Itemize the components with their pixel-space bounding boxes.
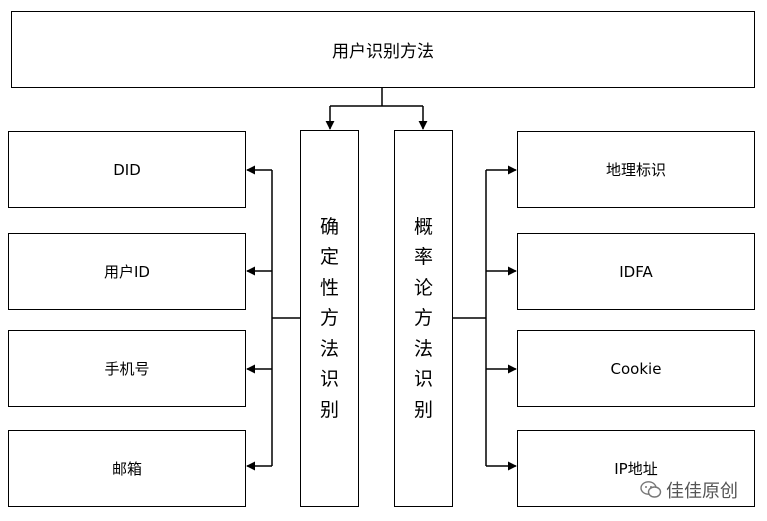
vertical-char: 概 <box>413 215 433 238</box>
vertical-char: 定 <box>319 246 339 269</box>
vertical-char: 方 <box>413 307 433 330</box>
vertical-char: 方 <box>319 307 339 330</box>
edge-right-bus <box>453 170 487 466</box>
vertical-char: 别 <box>413 398 433 421</box>
right-node-cookie: Cookie <box>517 330 755 407</box>
vertical-char: 性 <box>319 276 339 299</box>
left-node-userid: 用户ID <box>8 233 246 310</box>
wechat-icon <box>640 481 662 498</box>
vertical-char: 确 <box>319 215 339 238</box>
probabilistic-node: 概率论方法识别 <box>394 130 453 507</box>
right-node-geo: 地理标识 <box>517 131 755 208</box>
left-node-phone: 手机号 <box>8 330 246 407</box>
title-label: 用户识别方法 <box>332 42 434 62</box>
left-node-label: 邮箱 <box>111 460 142 478</box>
right-node-label: Cookie <box>610 359 662 378</box>
right-node-label: IP地址 <box>614 460 658 478</box>
vertical-char: 别 <box>319 398 339 421</box>
right-node-label: IDFA <box>619 262 653 281</box>
edge-title-split <box>330 88 423 107</box>
left-node-label: DID <box>113 160 141 179</box>
right-node-idfa: IDFA <box>517 233 755 310</box>
vertical-char: 率 <box>413 246 433 269</box>
watermark: 佳佳原创 <box>640 477 738 503</box>
watermark-text: 佳佳原创 <box>666 481 738 502</box>
vertical-char: 法 <box>319 337 339 360</box>
left-node-did: DID <box>8 131 246 208</box>
title-node: 用户识别方法 <box>11 11 755 88</box>
vertical-char: 识 <box>413 368 433 391</box>
vertical-char: 法 <box>413 337 433 360</box>
deterministic-node: 确定性方法识别 <box>300 130 359 507</box>
right-node-label: 地理标识 <box>605 161 666 179</box>
left-node-email: 邮箱 <box>8 430 246 507</box>
left-node-label: 手机号 <box>104 360 150 378</box>
edge-left-bus <box>271 170 300 466</box>
vertical-char: 论 <box>413 276 433 299</box>
vertical-char: 识 <box>319 368 339 391</box>
right-node-ip: IP地址 <box>517 430 755 507</box>
left-node-label: 用户ID <box>104 263 150 281</box>
